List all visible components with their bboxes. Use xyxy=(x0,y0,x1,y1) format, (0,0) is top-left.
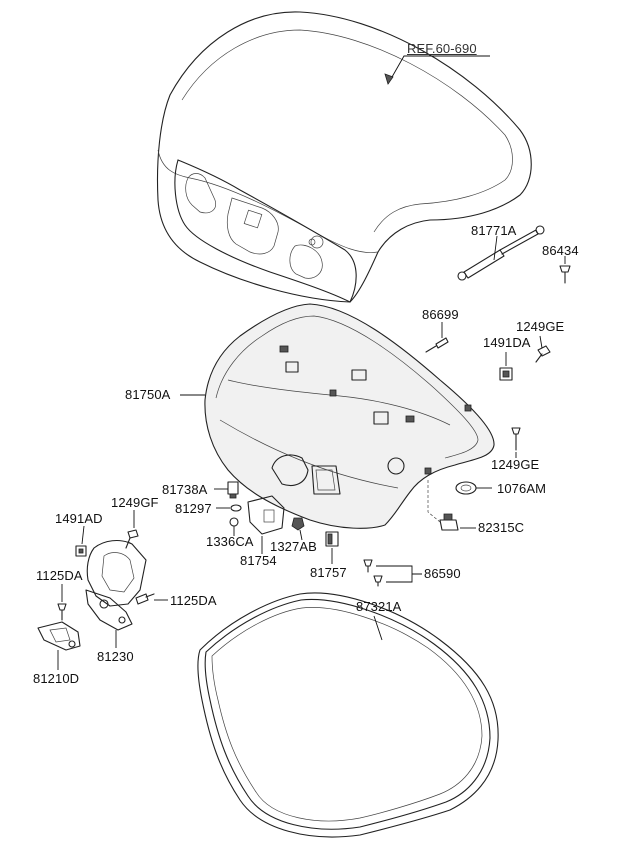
label-81738A: 81738A xyxy=(162,482,208,497)
label-1249GF: 1249GF xyxy=(111,495,159,510)
label-82315C: 82315C xyxy=(478,520,525,535)
label-81754: 81754 xyxy=(240,553,277,568)
label-1327AB: 1327AB xyxy=(270,539,317,554)
bolt-1249GE-top xyxy=(535,345,551,363)
screw-86699 xyxy=(425,337,449,353)
striker-81210D xyxy=(37,621,81,651)
nut-1491AD xyxy=(75,545,87,557)
gas-strut xyxy=(457,225,545,281)
ref-leader-line xyxy=(387,55,490,85)
clip-82315C xyxy=(439,513,459,531)
label-1125DA-right: 1125DA xyxy=(170,593,217,608)
leader-87321A xyxy=(373,615,383,641)
bolt-1249GF xyxy=(125,529,139,549)
label-1249GE-top: 1249GE xyxy=(516,319,565,334)
grommet-81297 xyxy=(230,504,242,512)
nut-1491DA xyxy=(499,367,513,381)
label-1125DA-left: 1125DA xyxy=(36,568,83,583)
trunk-lid-panel xyxy=(156,11,532,303)
label-1491DA: 1491DA xyxy=(483,335,531,350)
label-86590: 86590 xyxy=(424,566,461,581)
ref-label: REF.60-690 xyxy=(407,41,477,56)
label-81210D: 81210D xyxy=(33,671,80,686)
leader-1491AD xyxy=(81,525,85,545)
label-1491AD: 1491AD xyxy=(55,511,103,526)
label-81757: 81757 xyxy=(310,565,347,580)
clip-81757 xyxy=(325,531,339,547)
clip-1336CA xyxy=(229,517,239,527)
bumper-81738A xyxy=(227,481,239,499)
handle-81754 xyxy=(247,495,285,535)
label-1336CA: 1336CA xyxy=(206,534,254,549)
label-86699: 86699 xyxy=(422,307,459,322)
latch-81230 xyxy=(85,539,147,631)
label-86434: 86434 xyxy=(542,243,579,258)
washer-1076AM xyxy=(455,481,477,495)
label-87321A: 87321A xyxy=(356,599,402,614)
label-1076AM: 1076AM xyxy=(497,481,547,496)
bolt-1249GE-bottom xyxy=(511,427,521,451)
leader-1327AB xyxy=(299,529,303,541)
label-81297: 81297 xyxy=(175,501,212,516)
bolt-1125DA-right xyxy=(135,593,155,605)
leader-86590 xyxy=(376,565,422,583)
label-81750A: 81750A xyxy=(125,387,171,402)
bolt-86434 xyxy=(559,265,571,284)
leader-1249GE-top xyxy=(539,335,543,349)
label-81230: 81230 xyxy=(97,649,134,664)
weatherstrip-87321A xyxy=(197,592,499,838)
screws-86590 xyxy=(363,559,383,587)
leader-81771A xyxy=(493,235,498,261)
label-1249GE-bottom: 1249GE xyxy=(491,457,540,472)
bolt-1125DA-left xyxy=(57,603,67,621)
label-81771A: 81771A xyxy=(471,223,517,238)
inner-trim-panel xyxy=(204,303,495,529)
nut-1327AB xyxy=(291,517,305,531)
